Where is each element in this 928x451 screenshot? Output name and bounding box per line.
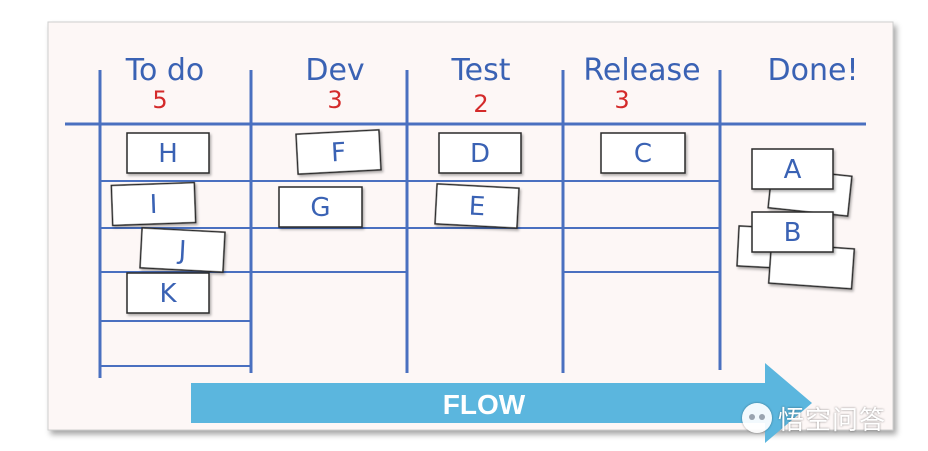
card-label: K: [159, 279, 177, 309]
card-body: [278, 186, 363, 228]
kanban-card: D: [438, 132, 522, 174]
card-label: G: [310, 193, 330, 223]
card-body: [751, 211, 834, 253]
card-body: [600, 132, 686, 174]
flow-arrow: [191, 363, 812, 443]
kanban-card: K: [126, 272, 210, 314]
kanban-card: H: [126, 132, 210, 174]
card-label: B: [784, 218, 802, 248]
wukong-logo-icon: [742, 403, 772, 433]
card-body: [434, 183, 520, 229]
card-label: I: [149, 190, 158, 220]
kanban-card: A: [751, 148, 834, 190]
kanban-card: C: [600, 132, 686, 174]
column-title: Done!: [768, 53, 859, 88]
kanban-card: G: [278, 186, 363, 228]
card-body: [295, 129, 382, 175]
card-label: J: [176, 236, 187, 266]
card-label: D: [470, 139, 490, 169]
flow-label: FLOW: [443, 389, 526, 420]
kanban-card: F: [295, 129, 382, 175]
column-title: Dev: [305, 53, 364, 88]
column-title: Release: [583, 53, 700, 88]
card-body: [110, 181, 197, 227]
card-body: [139, 227, 226, 273]
watermark: 悟空问答: [742, 400, 886, 436]
column-title: To do: [125, 53, 205, 88]
watermark-text: 悟空问答: [778, 405, 887, 436]
column-title: Test: [450, 53, 510, 88]
kanban-card: I: [110, 181, 197, 227]
card-label: A: [784, 155, 802, 185]
card-label: H: [158, 139, 178, 169]
flow-arrow-group: FLOW: [191, 363, 812, 443]
wip-limit: 5: [152, 86, 167, 114]
kanban-card: E: [434, 183, 520, 229]
wip-limit: 3: [327, 86, 342, 114]
board-grid: [65, 70, 866, 378]
card-label: C: [634, 139, 652, 169]
kanban-card: J: [139, 227, 226, 273]
wip-limit: 2: [473, 90, 488, 118]
wip-limit: 3: [614, 86, 629, 114]
card-label: E: [468, 192, 486, 223]
card-body: [751, 148, 834, 190]
card-label: F: [330, 138, 347, 169]
kanban-card: B: [751, 211, 834, 253]
card-body: [438, 132, 522, 174]
card-body: [126, 132, 210, 174]
card-body: [126, 272, 210, 314]
